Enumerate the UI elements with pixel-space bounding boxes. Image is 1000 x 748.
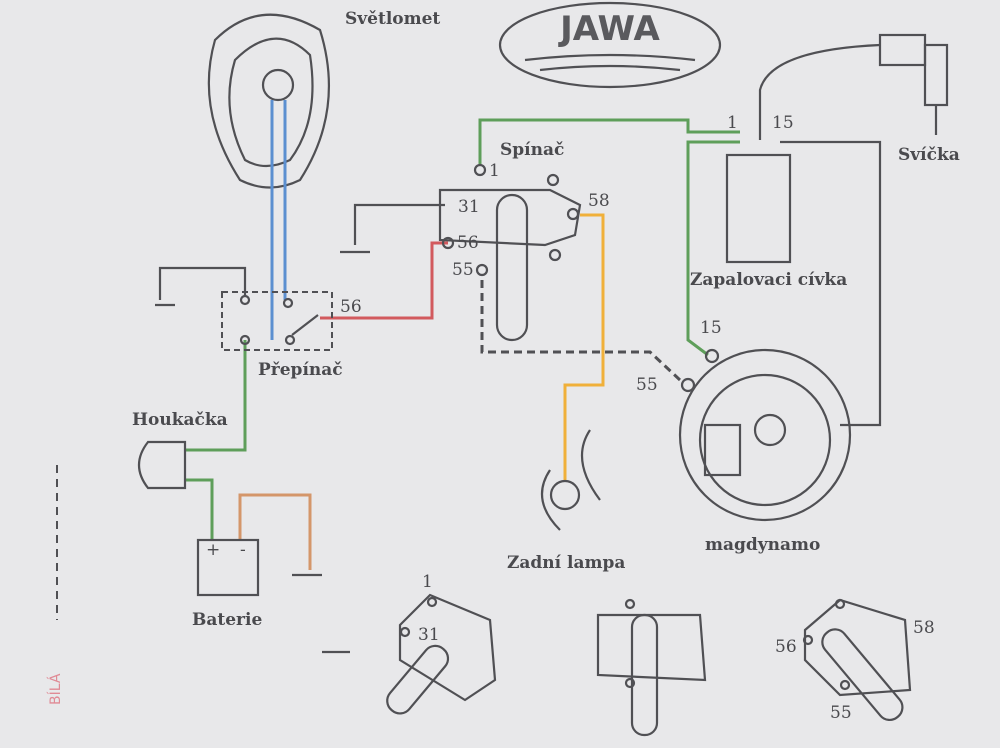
label-magneto: magdynamo xyxy=(705,535,820,555)
bottom-terminal-55: 55 xyxy=(830,703,852,723)
wire-orange xyxy=(563,213,605,480)
wires xyxy=(155,100,882,654)
wire-black xyxy=(780,140,882,427)
ignition-coil xyxy=(725,153,792,264)
battery-plus: + xyxy=(206,540,220,560)
label-horn: Houkačka xyxy=(132,410,228,430)
wire-green xyxy=(185,340,247,452)
label-spark-plug: Svíčka xyxy=(898,145,960,165)
spark-plug xyxy=(758,33,949,140)
terminal-58: 58 xyxy=(588,191,610,211)
battery-minus: - xyxy=(240,540,246,560)
terminal-1: 1 xyxy=(489,161,500,181)
horn xyxy=(137,440,187,490)
switch-position-2 xyxy=(596,598,707,737)
terminal-55: 55 xyxy=(452,260,474,280)
coil-terminal-15: 15 xyxy=(772,113,794,133)
wire-green xyxy=(686,140,740,357)
wire-green xyxy=(185,478,214,540)
jawa-logo: JAWA xyxy=(498,1,722,89)
logo-text: JAWA xyxy=(558,9,660,49)
label-selector: Přepínač xyxy=(258,360,343,380)
bottom-terminal-56: 56 xyxy=(775,637,797,657)
switch-position-1 xyxy=(386,593,497,715)
coil-terminal-1: 1 xyxy=(727,113,738,133)
ignition-switch xyxy=(438,163,582,342)
magneto-terminal-15: 15 xyxy=(700,318,722,338)
bottom-terminal-58: 58 xyxy=(913,618,935,638)
wire-brown xyxy=(238,493,312,570)
bulb-icon xyxy=(261,68,295,102)
ground-symbols xyxy=(155,250,370,654)
magneto xyxy=(678,348,852,522)
label-switch: Spínač xyxy=(500,140,564,160)
headlight xyxy=(207,13,330,189)
bottom-terminal-31: 31 xyxy=(418,625,440,645)
margin-note: BÍLÁ xyxy=(47,673,64,705)
battery xyxy=(196,538,260,597)
tail-lamp xyxy=(540,429,601,531)
wire-black xyxy=(353,203,445,245)
label-ignition-coil: Zapalovaci cívka xyxy=(690,270,847,290)
wire-red xyxy=(320,241,448,320)
label-headlight: Světlomet xyxy=(345,9,440,29)
terminal-31: 31 xyxy=(458,197,480,217)
terminal-56: 56 xyxy=(457,233,479,253)
switch-position-3 xyxy=(802,598,912,722)
wire-dashed xyxy=(480,280,682,382)
label-battery: Baterie xyxy=(192,610,262,630)
wire-black xyxy=(158,266,247,300)
wire-green xyxy=(478,118,740,165)
label-tail-lamp: Zadní lampa xyxy=(507,553,625,573)
bottom-terminal-1: 1 xyxy=(422,572,433,592)
selector-switch xyxy=(221,291,333,351)
selector-terminal-56: 56 xyxy=(340,297,362,317)
magneto-terminal-55: 55 xyxy=(636,375,658,395)
